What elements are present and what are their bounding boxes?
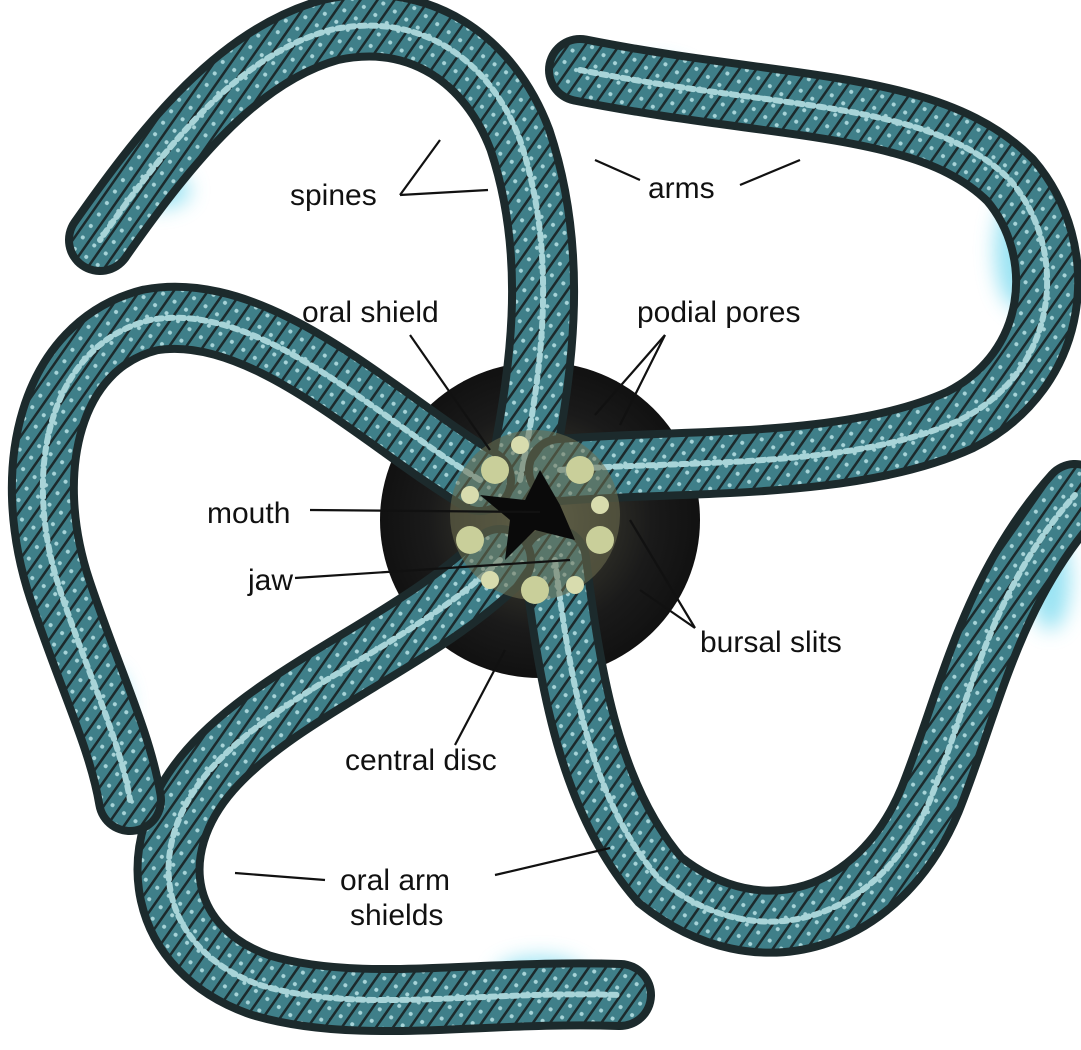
- label-arms: arms: [648, 172, 715, 205]
- label-oral-arm-shields-line2: shields: [350, 899, 443, 932]
- label-oral-shield: oral shield: [302, 296, 439, 329]
- label-central-disc: central disc: [345, 744, 497, 777]
- label-podial-pores: podial pores: [637, 296, 800, 329]
- label-spines: spines: [290, 179, 377, 212]
- label-oral-arm-shields-line1: oral arm: [340, 864, 450, 897]
- label-bursal-slits: bursal slits: [700, 626, 842, 659]
- label-jaw: jaw: [247, 564, 293, 597]
- label-mouth: mouth: [207, 497, 290, 530]
